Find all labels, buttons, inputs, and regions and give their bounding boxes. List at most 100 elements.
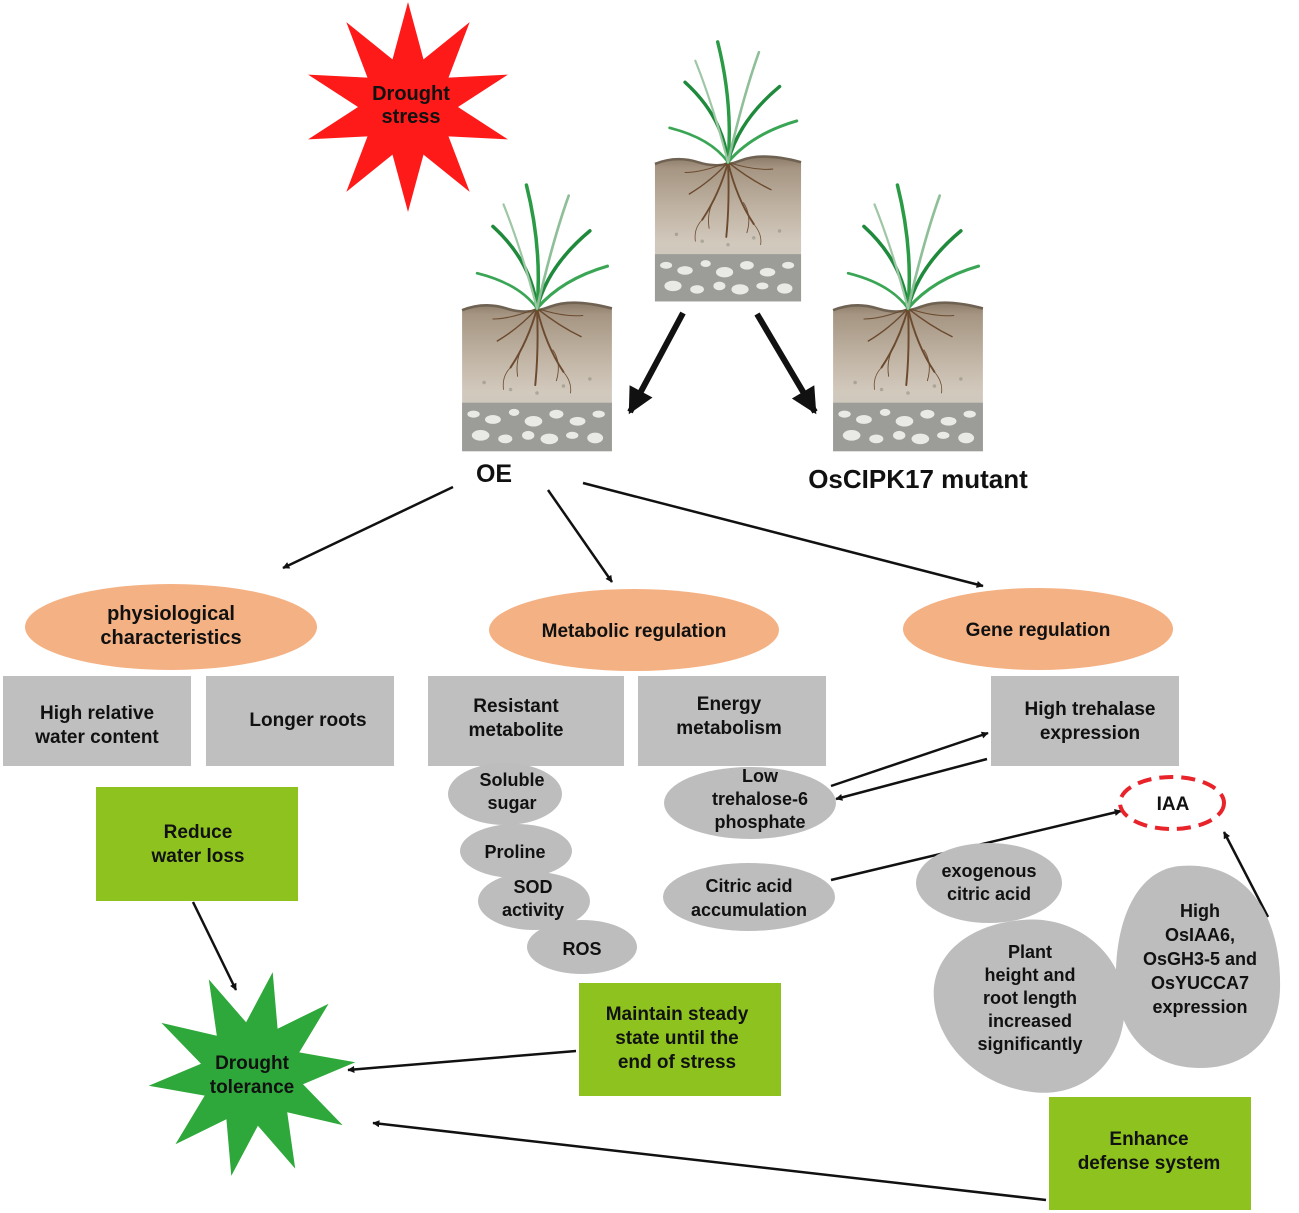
tolerance-star-shape [148, 972, 356, 1176]
label-line: root length [983, 988, 1077, 1008]
label-line: Gene regulation [966, 620, 1111, 641]
iaa-label: IAA [1157, 794, 1190, 815]
label-line: stress [382, 106, 441, 128]
label-line: IAA [1157, 794, 1190, 815]
label-line: water content [34, 727, 159, 748]
label-line: Soluble [479, 770, 544, 790]
label-line: metabolite [468, 720, 563, 741]
metabolite-soluble-sugar: Soluble sugar [448, 763, 562, 825]
outcome-reduce-water-loss: Reduce water loss [96, 787, 298, 901]
label-line: SOD [513, 877, 552, 897]
label-line: Low [742, 766, 779, 786]
label-line: Resistant [473, 696, 559, 717]
label-line: OsIAA6, [1165, 925, 1235, 945]
label-line: end of stress [618, 1052, 736, 1073]
label-line: trehalose-6 [712, 789, 808, 809]
trait-resistant-metabolite: Resistant metabolite [428, 676, 624, 766]
label-line: Proline [484, 842, 545, 862]
exogenous-label: exogenous citric acid [941, 861, 1036, 904]
label-line: Citric acid [705, 876, 792, 896]
label-line: water loss [151, 846, 245, 867]
label-line: activity [502, 900, 564, 920]
metabolite-proline: Proline [460, 824, 572, 878]
arrow-defense-tolerance [372, 1120, 1047, 1202]
label-line: metabolism [676, 718, 782, 739]
trait-water-content-label: High relative water content [34, 703, 159, 748]
ros-label: ROS [562, 939, 601, 959]
label-line: Drought [215, 1053, 290, 1074]
plant-mutant [831, 183, 985, 454]
proline-label: Proline [484, 842, 545, 862]
plant-wild-type [652, 39, 804, 304]
trait-energy-metabolism-label: Energy metabolism [676, 694, 782, 739]
label-line: sugar [487, 793, 536, 813]
label-line: tolerance [210, 1077, 294, 1098]
trait-energy-metabolism: Energy metabolism [638, 676, 826, 766]
label-line: Reduce [164, 822, 233, 843]
arrow-osiaa-iaa [1222, 831, 1270, 918]
arrow-oe-gene [582, 481, 984, 588]
label-line: High trehalase [1025, 699, 1156, 720]
arrow-to-mutant [754, 312, 818, 415]
mutant-label: OsCIPK17 mutant [808, 464, 1028, 494]
category-metabolic-label: Metabolic regulation [542, 621, 727, 642]
metabolite-iaa: IAA [1118, 775, 1226, 831]
label-line: expression [1152, 997, 1247, 1017]
label-line: High [1180, 901, 1220, 921]
arrow-oe-metabolic [546, 489, 614, 583]
label-line: increased [988, 1011, 1072, 1031]
label-line: characteristics [100, 627, 241, 649]
trait-resistant-metabolite-label: Resistant metabolite [468, 696, 563, 741]
label-line: exogenous [941, 861, 1036, 881]
arrow-to-oe [627, 311, 686, 415]
label-line: expression [1040, 723, 1140, 744]
category-metabolic: Metabolic regulation [489, 589, 779, 671]
label-line: phosphate [714, 812, 805, 832]
sod-label: SOD activity [502, 877, 564, 920]
label-line: significantly [977, 1034, 1082, 1054]
label-line: Metabolic regulation [542, 621, 727, 642]
arrow-water-loss-tolerance [191, 901, 238, 991]
soluble-sugar-label: Soluble sugar [479, 770, 544, 813]
oe-label: OE [476, 460, 512, 488]
label-line: ROS [562, 939, 601, 959]
plant-oe [460, 183, 614, 454]
label-line: citric acid [947, 884, 1031, 904]
stress-star-shape [308, 2, 508, 212]
label-line: defense system [1078, 1153, 1221, 1174]
label-line: physiological [107, 603, 235, 625]
label-line: OsYUCCA7 [1151, 973, 1249, 993]
arrow-steady-state-tolerance [347, 1049, 577, 1073]
label-line: state until the [615, 1028, 739, 1049]
flow-arrows [191, 311, 1270, 1202]
metabolite-trehalose: Low trehalose-6 phosphate [664, 766, 836, 839]
arrow-trehalose-trehalase [830, 731, 989, 788]
label-line: height and [985, 965, 1076, 985]
trait-longer-roots: Longer roots [206, 676, 394, 766]
trait-trehalase-label: High trehalase expression [1025, 699, 1156, 744]
label-line: OsGH3-5 and [1143, 949, 1257, 969]
metabolite-sod: SOD activity [478, 872, 590, 930]
trait-trehalase: High trehalase expression [991, 676, 1179, 766]
category-gene-label: Gene regulation [966, 620, 1111, 641]
trait-longer-roots-label: Longer roots [249, 710, 366, 731]
label-line: Energy [697, 694, 762, 715]
metabolite-exogenous: exogenous citric acid [916, 843, 1062, 923]
reduce-water-loss-label: Reduce water loss [151, 822, 245, 867]
label-line: High relative [40, 703, 154, 724]
trehalose-label: Low trehalose-6 phosphate [712, 766, 808, 832]
